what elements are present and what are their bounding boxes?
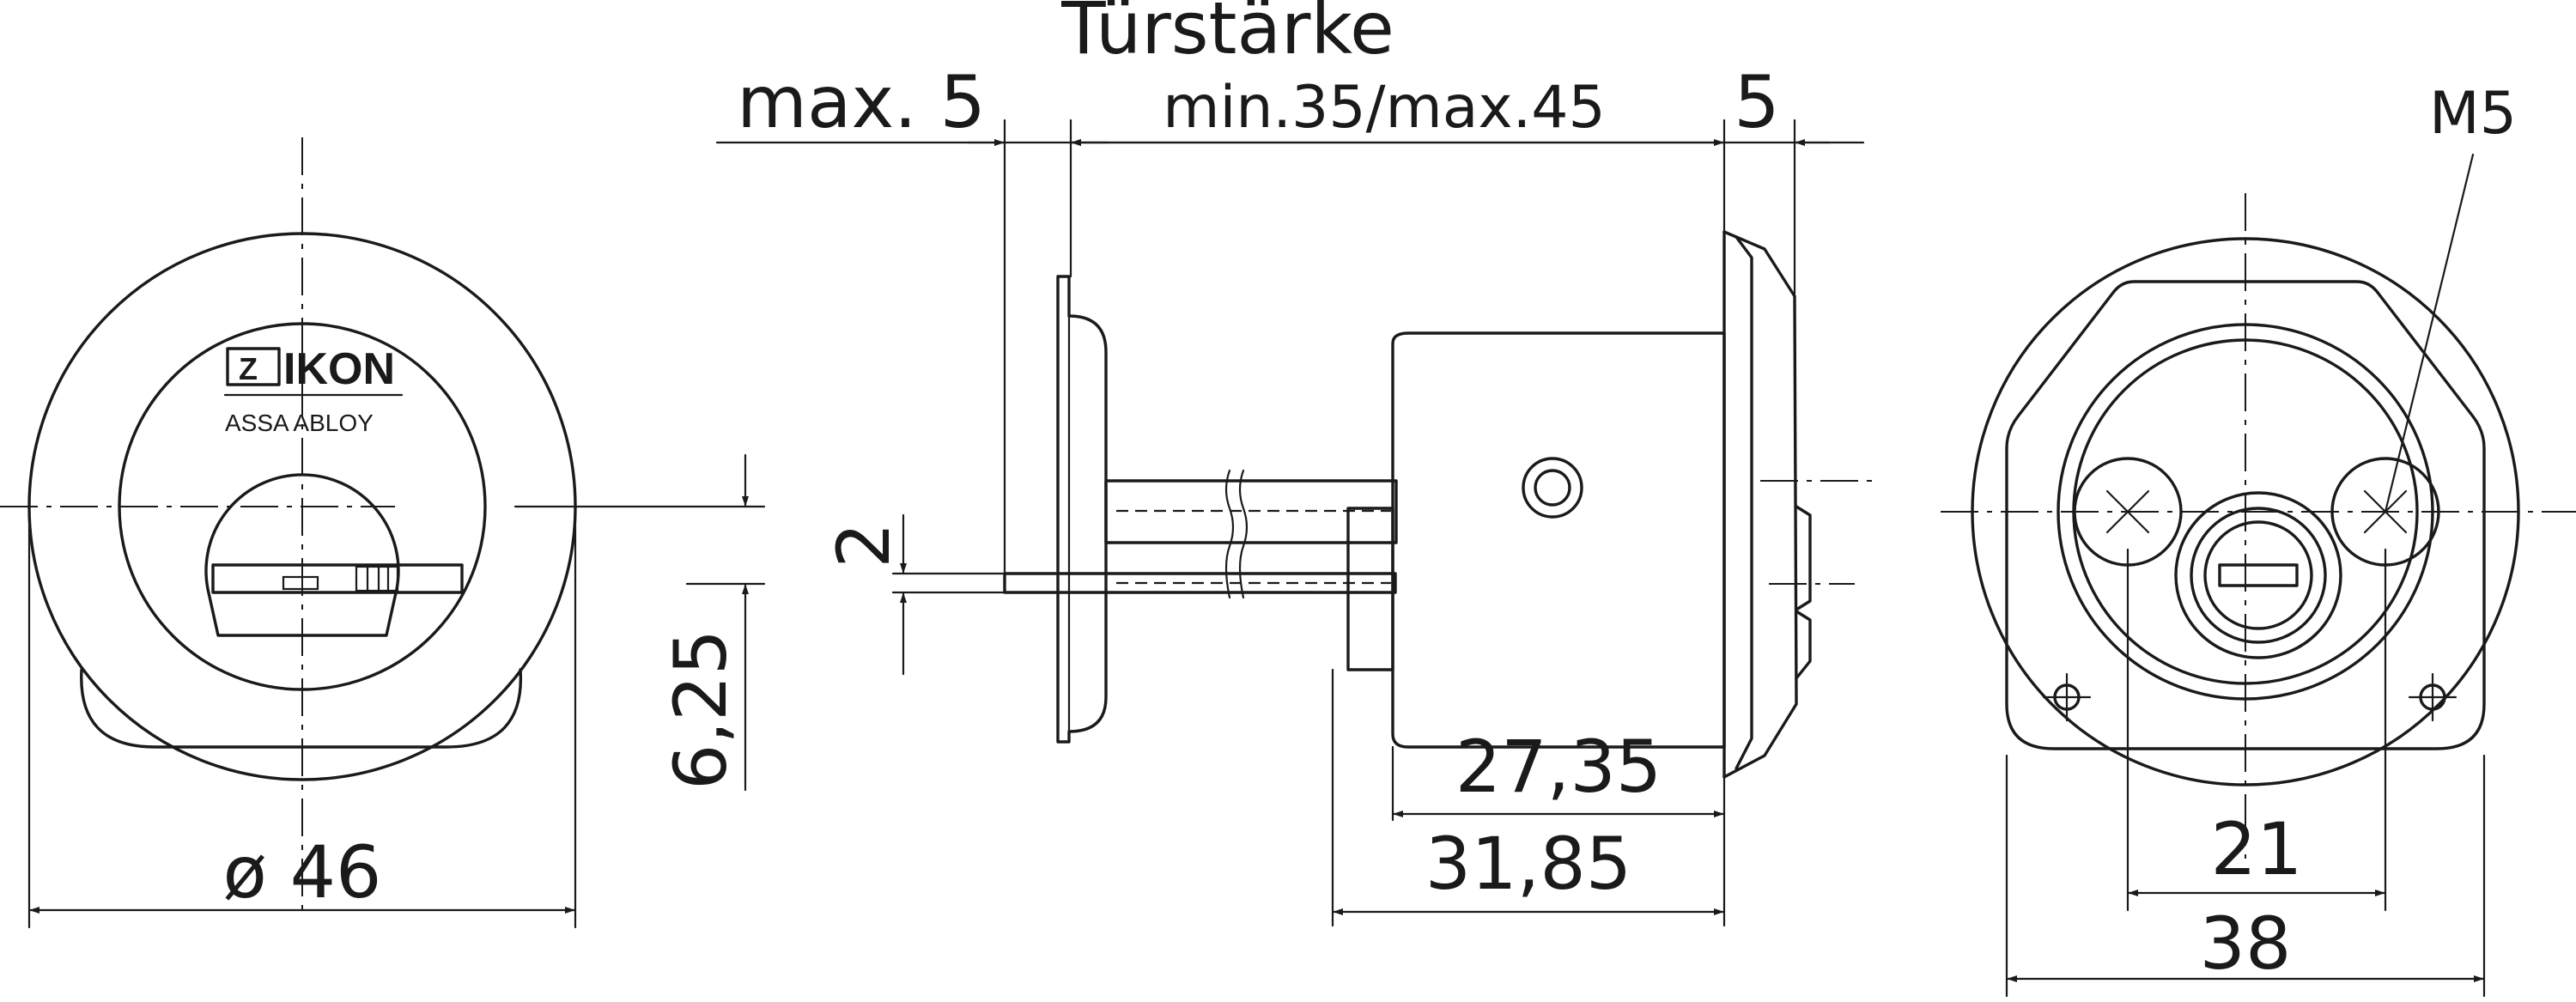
door-thickness-range: min.35/max.45: [1163, 74, 1606, 142]
side-view: max. 5 Türstärke min.35/max.45 5 2 27,35…: [715, 0, 1872, 927]
plate-hole-right: [2408, 672, 2458, 722]
side-outer-rosette: [1722, 230, 1798, 779]
screw-size-label: M5: [2429, 80, 2517, 148]
tail-bar: [1104, 479, 1398, 544]
back-body-ring: [2057, 323, 2434, 701]
keyway-pins: [355, 565, 399, 592]
cylinder-body: [1391, 331, 1726, 749]
right-projection-dimension: 5: [1734, 60, 1779, 144]
back-view: M5 21 38: [1941, 80, 2576, 998]
cylinder-neck: [1346, 507, 1394, 671]
back-keyway: [2218, 563, 2299, 587]
plate-hole-left: [2042, 672, 2092, 722]
back-plug: [2174, 491, 2342, 659]
brand-logo-mark: Z: [239, 351, 258, 386]
outer-length-dimension: 31,85: [1425, 822, 1631, 906]
side-rose-flange: [1056, 275, 1108, 744]
brand-logo-box: [226, 347, 281, 386]
front-view: Z IKON ASSA ABLOY 6,25 ø 46: [0, 137, 766, 929]
brand-logo-text: IKON: [283, 344, 395, 394]
side-key-plug: [1795, 505, 1812, 611]
screw-leader-line: [2384, 153, 2475, 513]
offset-dimension: 6,25: [659, 629, 743, 790]
mounting-plate: [2005, 280, 2486, 750]
front-lower-lug: [80, 668, 523, 749]
plate-width-dimension: 38: [2200, 902, 2292, 986]
left-projection-dimension: max. 5: [737, 60, 986, 144]
diameter-dimension: ø 46: [223, 830, 382, 914]
pin-dimension: 2: [822, 522, 906, 568]
screw-spacing-dimension: 21: [2211, 807, 2303, 891]
connecting-pin: [1003, 572, 1397, 594]
brand-logo-sub: ASSA ABLOY: [225, 410, 374, 436]
key-plug: [204, 473, 400, 637]
keyway-slot: [211, 563, 464, 594]
door-thickness-label: Türstärke: [1060, 0, 1394, 70]
back-outer-rosette: [1971, 237, 2520, 786]
side-fixing-screw: [1522, 457, 1583, 519]
front-inner-ring: [118, 322, 487, 691]
inner-length-dimension: 27,35: [1455, 725, 1662, 809]
